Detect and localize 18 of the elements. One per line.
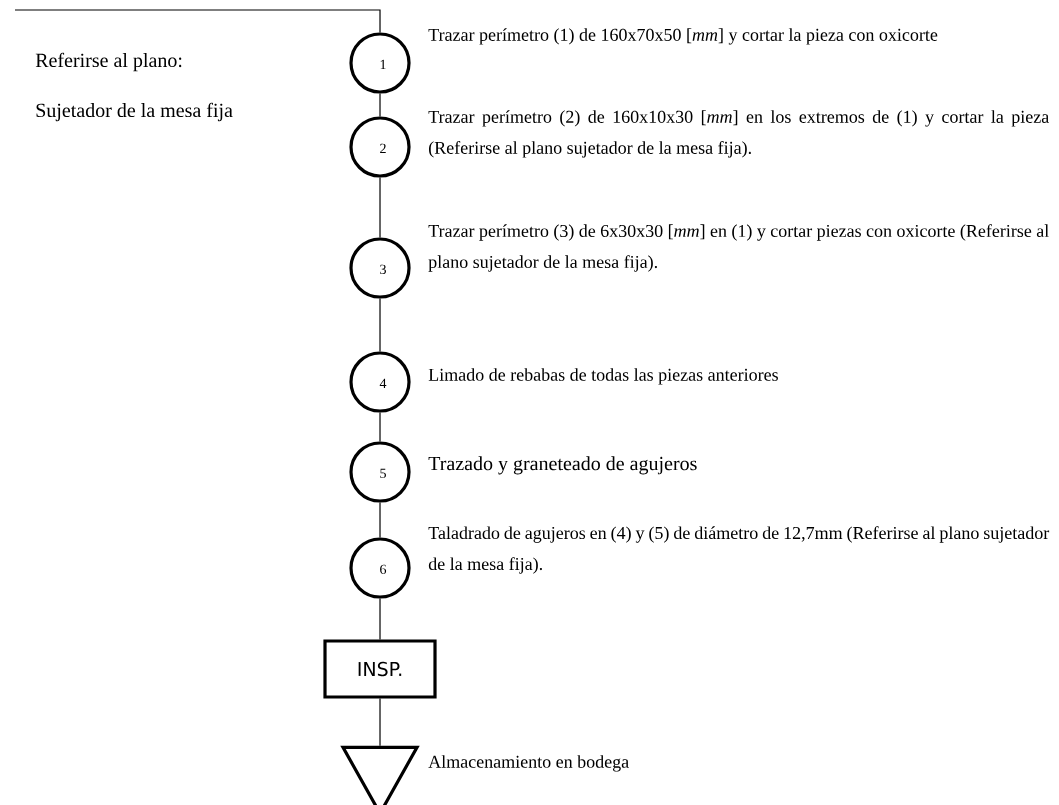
step-description: Limado de rebabas de todas las piezas anteriores [428,368,778,385]
connector-line [379,698,381,747]
connector-line [379,93,381,117]
note-text: Referirse al plano: [35,52,182,72]
step-description: Taladrado de agujeros en (4) y (5) de diámetro de 12,7mm (Referirse al plano sujetador de la mesa fija). [428,526,1050,574]
step-description: Trazar perímetro (1) de 160x70x50 [mm] y cortar la pieza con oxicorte [428,28,938,45]
step-description: Almacenamiento en bodega [428,755,629,772]
connector-line [379,298,381,352]
inspection-box: INSP. [323,639,437,699]
connector-line [379,502,381,538]
connector-line [379,412,381,442]
step-description: Trazar perímetro (2) de 160x10x30 [mm] en los extremos de (1) y cortar la pieza (Referirse al plano sujetador de la mesa fija). [428,110,1049,158]
connector-line [14,9,381,33]
step-description: Trazar perímetro (3) de 6x30x30 [mm] en (1) y cortar piezas con oxicorte (Referirse al plano sujetador de la mesa fija). [428,224,1049,272]
connector-line [379,177,381,238]
connector-line [379,598,381,640]
note-text: Sujetador de la mesa fija [36,102,233,122]
step-description: Trazado y graneteado de agujeros [428,456,697,475]
